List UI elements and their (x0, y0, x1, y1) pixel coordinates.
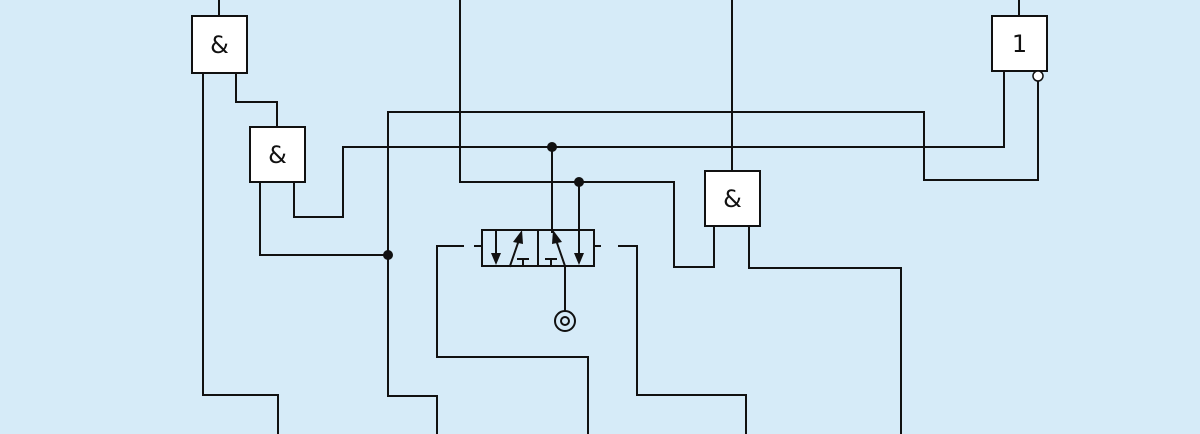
arrow-down-icon (491, 253, 501, 265)
junction-dot (547, 142, 557, 152)
wire-left-vertical-down (387, 254, 438, 434)
arrow-down-icon (574, 253, 584, 265)
and-gate-2-label: & (268, 141, 287, 169)
junction-dot (383, 250, 393, 260)
valve-right-diag-arrow-shaft (554, 238, 567, 268)
wire-upper-loop (387, 80, 1039, 256)
wires (202, 0, 1039, 434)
wire-valve-left-port (436, 245, 589, 434)
and-gate-3-box (704, 170, 761, 227)
or-gate-1-label: 1 (1012, 30, 1027, 58)
or-gate-1[interactable]: 1 (991, 15, 1048, 82)
wire-vertical-top-left (459, 0, 715, 268)
pressure-source-outer-circle-icon (554, 310, 576, 332)
junction-dot (574, 177, 584, 187)
wire-valve-right-port (618, 245, 747, 434)
and-gate-2[interactable]: & (249, 126, 306, 183)
wire-and3-right-output (748, 225, 902, 434)
wire-and2-right-output (293, 70, 1005, 218)
junctions (383, 142, 584, 260)
or-gate-1-box (991, 15, 1048, 72)
wire-and1-to-and2 (235, 72, 278, 129)
wire-and1-left-output (202, 72, 279, 434)
directional-valve[interactable] (481, 229, 595, 268)
pressure-source-inner-circle-icon (560, 316, 570, 326)
wire-and2-left-output (259, 181, 389, 256)
valve-left-diag-arrow-shaft (508, 238, 521, 268)
and-gate-1-label: & (210, 31, 229, 59)
arrow-up-diagonal-icon (552, 230, 562, 244)
and-gate-3[interactable]: & (704, 170, 761, 227)
pressure-source[interactable] (554, 310, 576, 332)
and-gate-1[interactable]: & (191, 15, 248, 74)
arrow-up-diagonal-icon (513, 230, 523, 244)
and-gate-1-box (191, 15, 248, 74)
and-gate-2-box (249, 126, 306, 183)
and-gate-3-label: & (723, 185, 742, 213)
negation-circle-icon (1032, 70, 1044, 82)
